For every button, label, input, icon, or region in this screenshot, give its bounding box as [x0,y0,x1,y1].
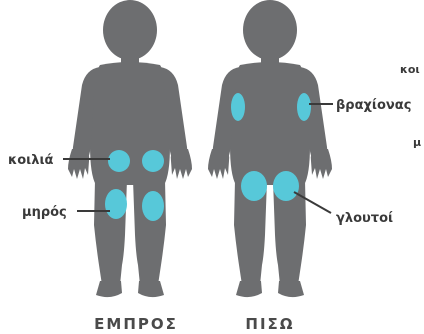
belly-site-left [108,150,130,172]
back-figure [208,0,332,297]
belly-label: κοιλιά [8,153,54,168]
front-figure [68,0,192,297]
buttock-site-left [241,171,267,201]
arm-site-left [231,93,245,121]
buttock-site-right [273,171,299,201]
thigh-site-right [142,191,164,221]
thigh-site-left [105,189,127,219]
belly-site-right [142,150,164,172]
arm-label: βραχίονας [336,98,411,113]
back-caption: ΠΙΣΩ [245,315,294,333]
cropped-label-top: κοι [400,63,420,76]
buttocks-label: γλουτοί [336,211,393,226]
front-caption: ΕΜΠΡΟΣ [94,315,178,333]
arm-site-right [297,93,311,121]
cropped-label-mid: μ [413,136,421,149]
thigh-label: μηρός [22,205,67,220]
